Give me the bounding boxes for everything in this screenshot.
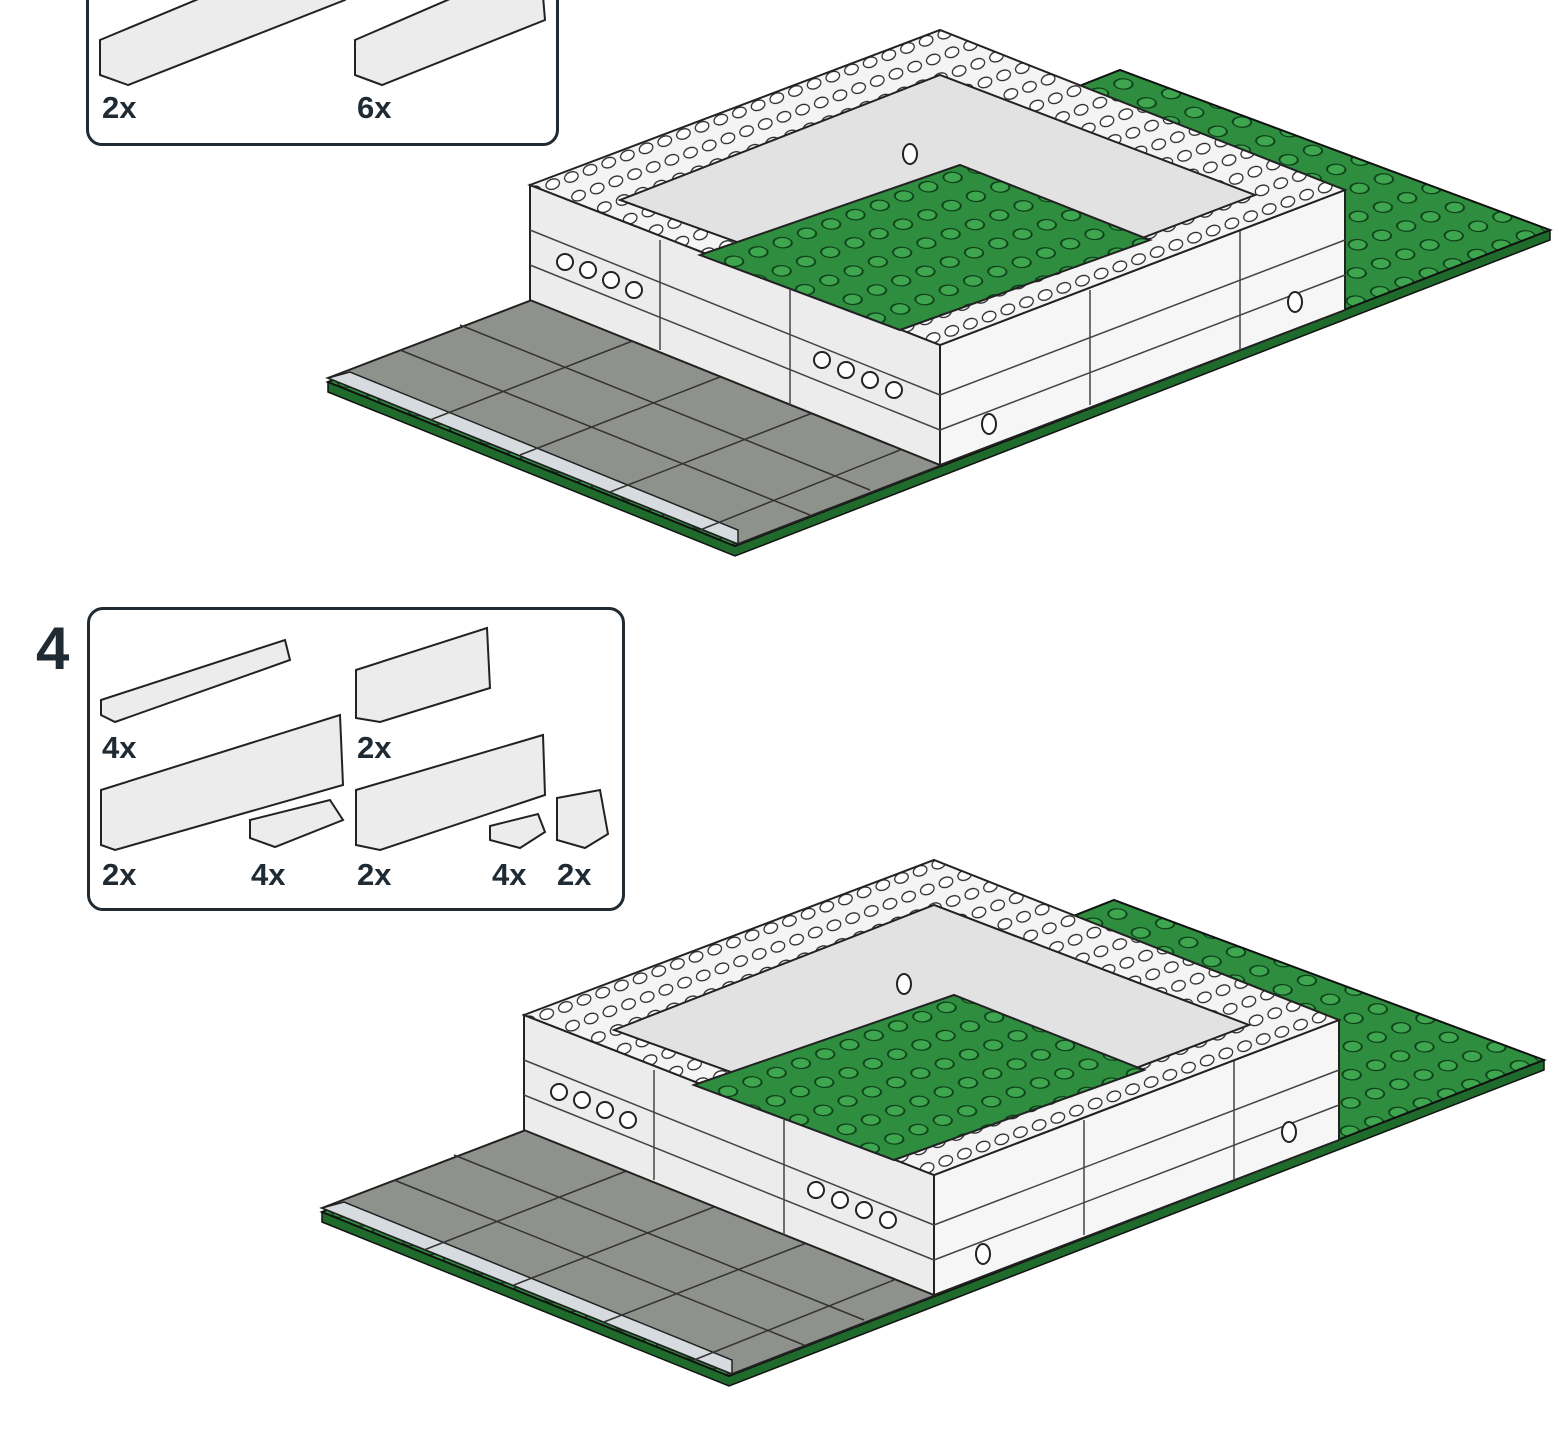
part-quantity: 4x: [492, 857, 527, 892]
part-quantity: 2x: [557, 857, 592, 892]
step-4-parts-drawing: [100, 626, 610, 852]
part-quantity: 4x: [251, 857, 286, 892]
part-quantity: 2x: [102, 90, 137, 125]
step-4-model-drawing: [321, 859, 1545, 1387]
part-quantity: 4x: [102, 730, 137, 765]
step-3-parts-drawing: [99, 0, 547, 87]
part-quantity: 2x: [102, 857, 137, 892]
part-quantity: 2x: [357, 857, 392, 892]
part-quantity: 6x: [357, 90, 392, 125]
step-number: 4: [36, 615, 70, 682]
step-4-parts-box: [87, 607, 625, 911]
part-quantity: 2x: [357, 730, 392, 765]
step-3-parts-box: [86, 0, 559, 146]
